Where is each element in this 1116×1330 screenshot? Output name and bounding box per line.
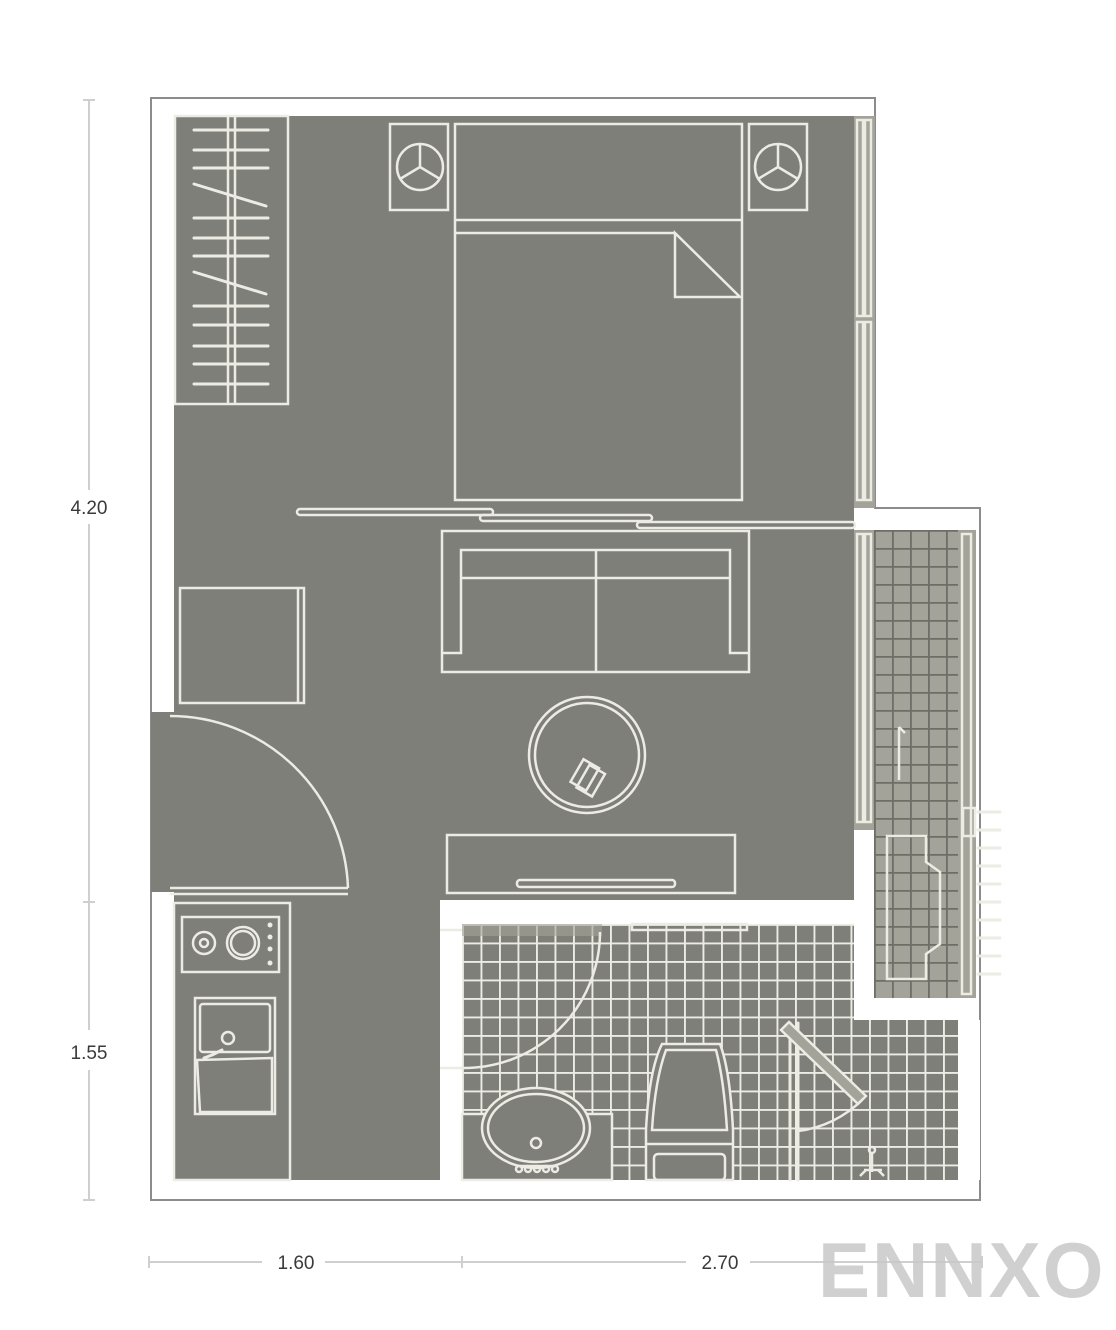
window-right-upper (854, 116, 875, 508)
washing-machine (885, 834, 942, 981)
side-cabinet (178, 586, 306, 705)
dimension-vertical: 4.20 1.55 (71, 99, 108, 1201)
magazine-icon (568, 757, 607, 799)
toilet (644, 1042, 735, 1182)
balcony (874, 530, 1002, 998)
lamp-icon (753, 142, 803, 192)
dimension-label-2-70: 2.70 (702, 1253, 739, 1274)
dimension-label-1-60: 1.60 (278, 1253, 315, 1274)
lamp-icon (395, 142, 445, 192)
watermark-logo: ENNXO (818, 1226, 1105, 1314)
kitchen-counter (172, 901, 292, 1182)
sofa (440, 529, 751, 674)
shower-faucet-icon (859, 1145, 885, 1177)
double-bed (453, 122, 744, 502)
nightstand-left (388, 122, 450, 212)
bathroom-wall (440, 900, 854, 924)
hanger-icon (192, 128, 270, 386)
tv-console (445, 833, 737, 895)
sliding-arrow-icon (897, 726, 906, 780)
wardrobe (173, 114, 290, 406)
dimension-label-4-20: 4.20 (71, 498, 108, 519)
dimension-label-1-55: 1.55 (71, 1043, 108, 1064)
window-balcony-left (854, 530, 874, 830)
bathroom (440, 922, 980, 1182)
shower-door (779, 1020, 885, 1182)
laundry-rack (961, 806, 1002, 976)
exterior-walls (150, 97, 981, 1201)
coffee-table (527, 695, 647, 815)
hob (180, 915, 281, 974)
washbasin (460, 1086, 614, 1182)
nightstand-right (747, 122, 809, 212)
entrance-door (151, 712, 350, 896)
kitchen-sink (193, 996, 277, 1116)
sliding-partition (295, 507, 857, 530)
dimension-horizontal: 1.60 2.70 (148, 1253, 983, 1274)
